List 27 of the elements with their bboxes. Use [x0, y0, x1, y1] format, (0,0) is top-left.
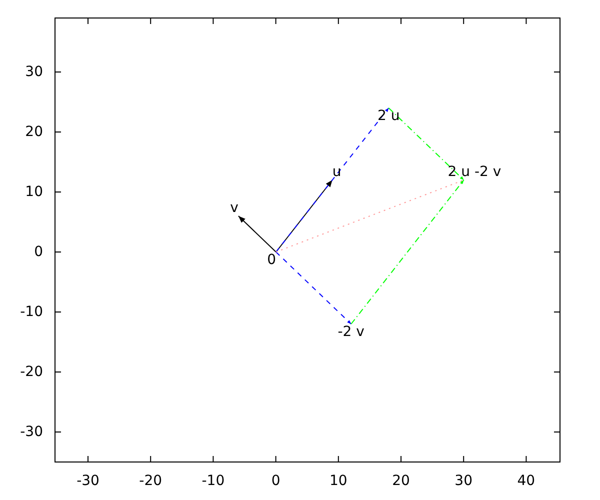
- tick-label: 0: [34, 244, 43, 260]
- dotted-line: [276, 180, 464, 252]
- tick-label: -10: [202, 473, 225, 489]
- vector-arrow: [238, 216, 276, 252]
- vector-label: 2 u: [378, 108, 400, 124]
- tick-label: -30: [76, 473, 100, 489]
- vector-arrow: [276, 108, 390, 252]
- vector-label: -2 v: [338, 324, 364, 340]
- tick-label: 30: [454, 473, 472, 489]
- vector-arrow: [350, 180, 464, 324]
- tick-label: -10: [20, 304, 43, 320]
- vector-label: v: [230, 200, 238, 216]
- tick-label: 10: [25, 184, 43, 200]
- vector-label: 0: [267, 252, 276, 268]
- tick-label: 20: [392, 473, 410, 489]
- tick-label: 30: [25, 64, 43, 80]
- tick-label: 10: [329, 473, 348, 489]
- vector-arrow: [276, 252, 352, 324]
- tick-label: -30: [20, 424, 43, 440]
- tick-label: 20: [25, 124, 43, 140]
- tick-label: -20: [20, 364, 43, 380]
- vector-arrow: [388, 108, 464, 180]
- vector-label: 2 u -2 v: [448, 164, 502, 180]
- tick-label: 0: [271, 473, 280, 489]
- vector-label: u: [332, 164, 342, 180]
- tick-label: 40: [517, 473, 536, 489]
- tick-label: -20: [139, 473, 162, 489]
